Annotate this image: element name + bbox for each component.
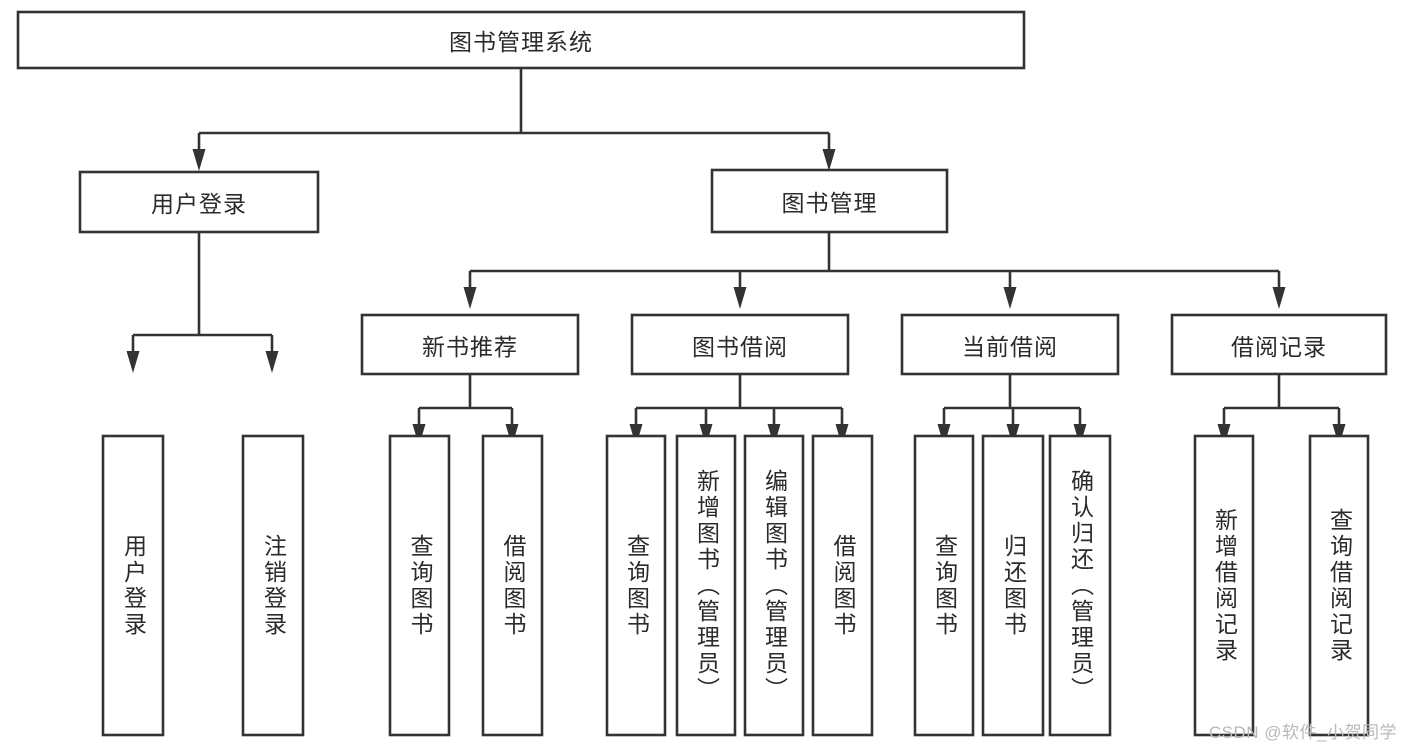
node-level2-3[interactable] bbox=[1170, 313, 1388, 376]
node-leaf-6[interactable] bbox=[743, 434, 805, 737]
node-leaf-1[interactable] bbox=[241, 434, 305, 737]
node-leaf-10[interactable] bbox=[1048, 434, 1112, 737]
connector-layer bbox=[126, 68, 1346, 446]
node-level2-0[interactable] bbox=[360, 313, 580, 376]
box-layer bbox=[16, 10, 1388, 737]
node-level1-1[interactable] bbox=[710, 168, 949, 234]
node-leaf-8[interactable] bbox=[913, 434, 975, 737]
node-level2-2[interactable] bbox=[900, 313, 1120, 376]
node-leaf-9[interactable] bbox=[981, 434, 1045, 737]
connector-book-mgmt-to-level2-arrow-1 bbox=[733, 287, 747, 309]
node-leaf-4[interactable] bbox=[605, 434, 667, 737]
connector-book-mgmt-to-level2-arrow-0 bbox=[463, 287, 477, 309]
connector-book-mgmt-to-level2-arrow-3 bbox=[1272, 287, 1286, 309]
node-leaf-12[interactable] bbox=[1308, 434, 1370, 737]
connector-user-login-to-leaves-arrow-0 bbox=[126, 351, 140, 373]
watermark-text: CSDN @软件_小贺同学 bbox=[1208, 723, 1397, 742]
node-leaf-11[interactable] bbox=[1193, 434, 1255, 737]
connector-book-mgmt-to-level2-arrow-2 bbox=[1003, 287, 1017, 309]
connector-root-to-level1-arrow-0 bbox=[192, 149, 206, 171]
node-leaf-3[interactable] bbox=[481, 434, 544, 737]
node-root[interactable] bbox=[16, 10, 1026, 70]
node-leaf-2[interactable] bbox=[388, 434, 451, 737]
node-level2-1[interactable] bbox=[630, 313, 850, 376]
node-leaf-0[interactable] bbox=[101, 434, 165, 737]
connector-root-to-level1-arrow-1 bbox=[822, 149, 836, 171]
node-leaf-5[interactable] bbox=[675, 434, 737, 737]
node-level1-0[interactable] bbox=[78, 170, 320, 234]
connector-user-login-to-leaves-arrow-1 bbox=[265, 351, 279, 373]
node-leaf-7[interactable] bbox=[811, 434, 874, 737]
